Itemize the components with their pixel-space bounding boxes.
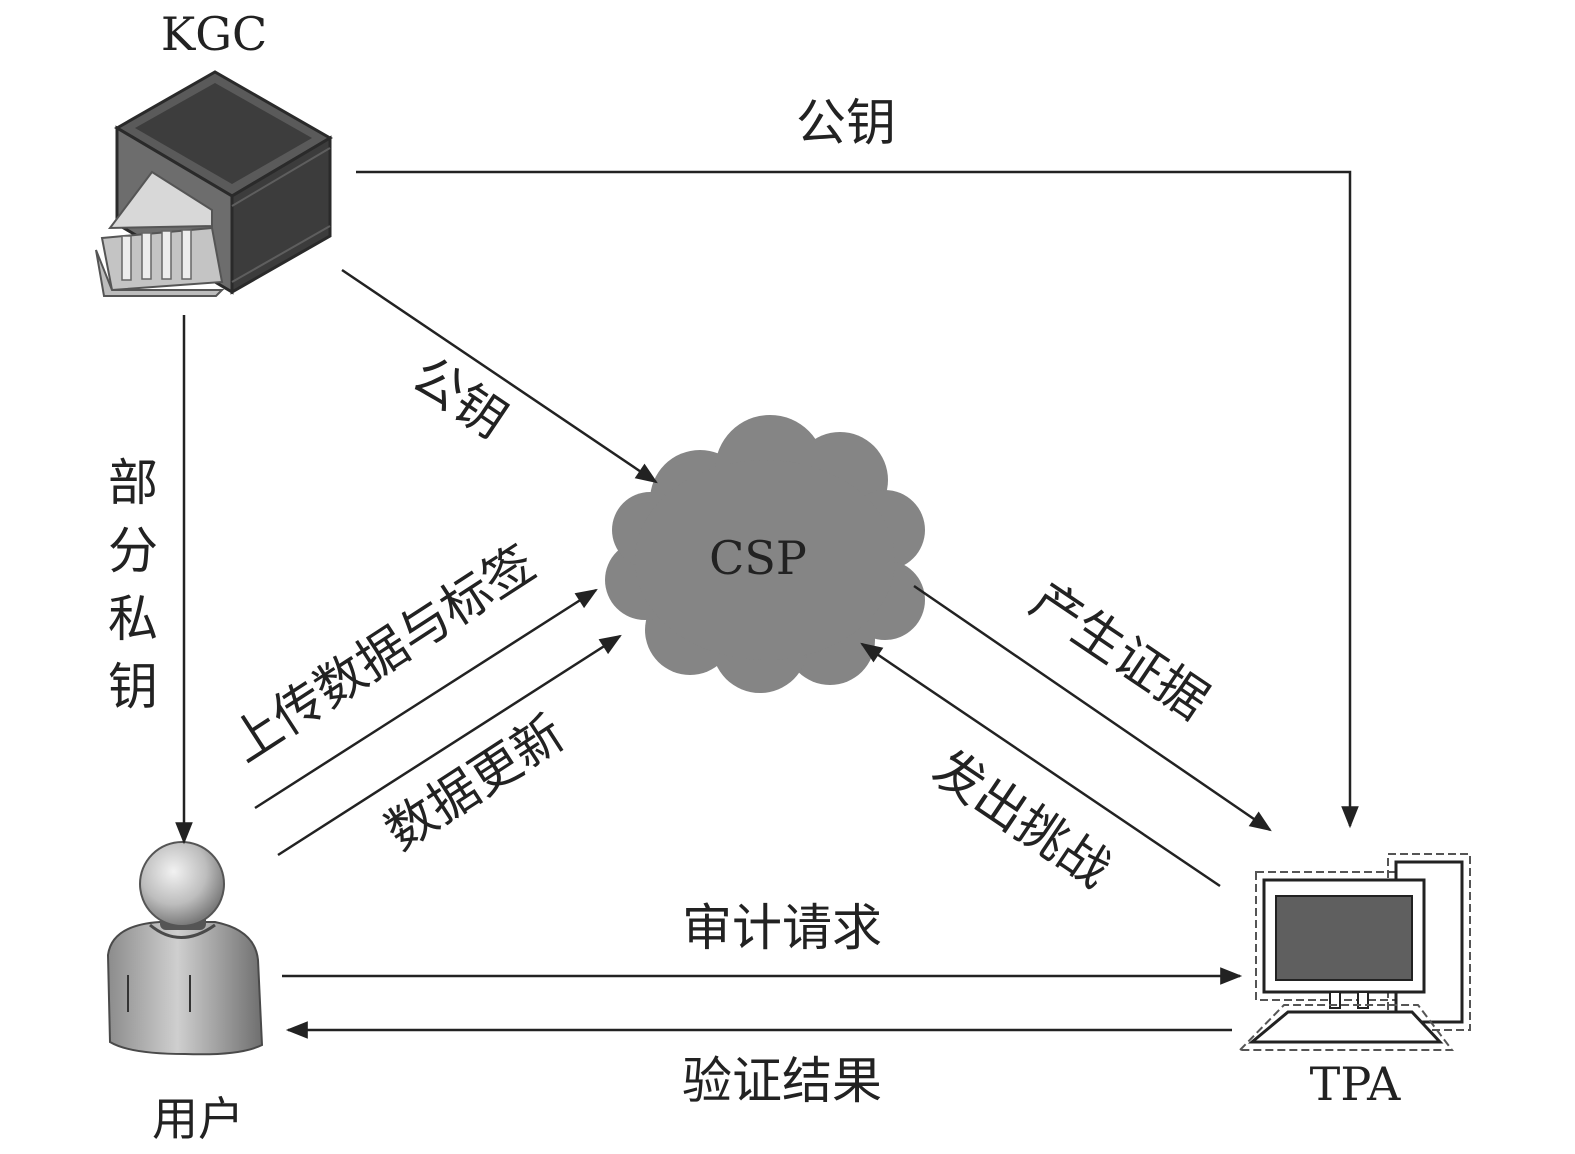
label-kgc-to-user-char: 私 [108,590,158,648]
edge-kgc-to-tpa [356,170,1359,829]
csp-cloud-icon [605,415,925,693]
label-kgc-to-user-char: 分 [108,522,158,580]
user-person-icon [106,841,264,1056]
edge-challenge [860,642,1221,888]
csp-label: CSP [709,531,807,585]
tpa-computer-icon [1237,853,1471,1051]
user-label: 用户 [152,1092,244,1146]
label-kgc-to-user-char: 钥 [108,658,158,716]
edge-proof [913,584,1272,832]
label-audit-request: 审计请求 [682,899,882,957]
tpa-label: TPA [1310,1057,1401,1111]
edge-upload [254,588,598,810]
edge-update [277,634,622,857]
label-kgc-to-user-char: 部 [108,454,158,512]
kgc-server-icon [95,70,333,297]
kgc-label: KGC [161,7,267,61]
label-kgc-to-tpa: 公钥 [796,94,896,152]
label-kgc-to-csp: 公钥 [402,346,517,450]
label-verify-result: 验证结果 [682,1052,882,1110]
label-proof: 产生证据 [1020,571,1218,731]
edge-kgc-to-csp [341,268,658,484]
label-kgc-to-user: 部分私钥 [108,454,158,716]
label-challenge: 发出挑战 [922,739,1120,899]
